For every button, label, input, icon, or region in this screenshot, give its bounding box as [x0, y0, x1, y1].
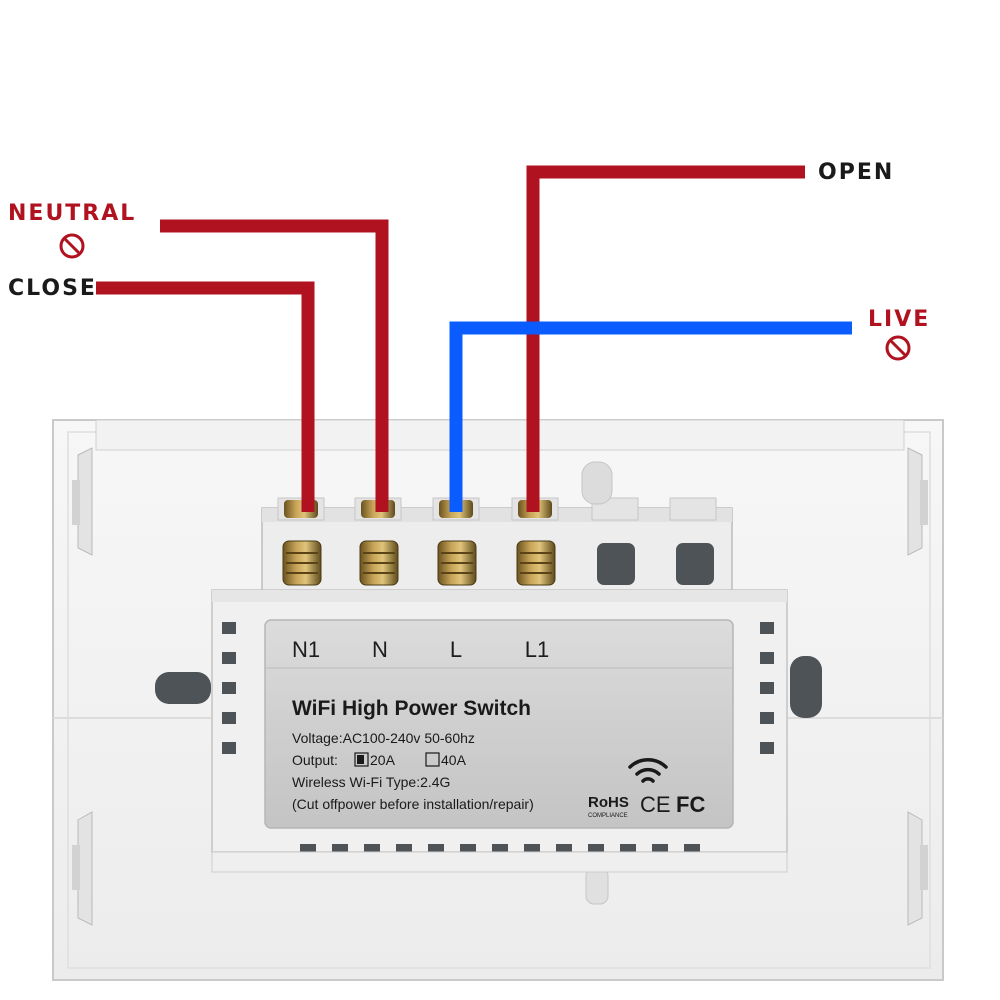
- neutral-wire: [160, 219, 389, 512]
- open-label: OPEN: [818, 160, 895, 185]
- top-locator-tab: [581, 461, 613, 505]
- vent-slots-right: [760, 622, 774, 754]
- neutral-label: NEUTRAL: [8, 201, 137, 226]
- fcc-mark: FC: [676, 792, 705, 817]
- terminal-label-l1: L1: [525, 637, 549, 662]
- mounting-slot-right: [790, 656, 822, 718]
- checkbox-icon: [425, 752, 440, 767]
- wifi-icon: [628, 758, 668, 783]
- output-spec-prefix: Output:: [292, 752, 338, 768]
- bottom-locator-tab: [585, 867, 609, 905]
- mounting-slot-left: [155, 672, 211, 704]
- product-title: WiFi High Power Switch: [292, 697, 531, 720]
- mounting-clip-right-bottom: [907, 811, 928, 926]
- checkbox-mark-icon: [357, 755, 364, 764]
- live-label: LIVE: [868, 307, 931, 332]
- wires: [96, 165, 852, 512]
- rohs-compliance-text: COMPLIANCE: [588, 813, 628, 819]
- close-wire: [96, 281, 315, 512]
- no-symbol-icon: [59, 233, 85, 259]
- mounting-clip-left-bottom: [72, 811, 93, 926]
- live-wire: [449, 321, 852, 512]
- terminal-label-n: N: [372, 637, 388, 662]
- terminal-brass-windows: [282, 540, 556, 586]
- close-label: CLOSE: [8, 276, 97, 301]
- ce-mark: CE: [640, 792, 671, 817]
- checkbox-icon: [354, 752, 369, 767]
- specification-label: N1 N L L1 WiFi High Power Switch Voltage…: [264, 619, 734, 829]
- output-option-20a: 20A: [370, 752, 396, 768]
- terminal-label-n1: N1: [292, 637, 320, 662]
- output-option-40a: 40A: [441, 752, 467, 768]
- terminal-label-l: L: [450, 637, 462, 662]
- no-symbol-icon: [885, 335, 911, 361]
- install-warning: (Cut offpower before installation/repair…: [292, 796, 534, 812]
- rohs-mark: RoHS: [588, 794, 629, 811]
- mounting-clip-left-top: [72, 447, 93, 556]
- vent-slots-left: [222, 622, 236, 754]
- voltage-spec: Voltage:AC100-240v 50-60hz: [292, 730, 475, 746]
- open-wire: [526, 165, 805, 512]
- wireless-spec: Wireless Wi-Fi Type:2.4G: [292, 774, 450, 790]
- terminal-empty-windows: [597, 543, 714, 585]
- mounting-clip-right-top: [907, 447, 928, 556]
